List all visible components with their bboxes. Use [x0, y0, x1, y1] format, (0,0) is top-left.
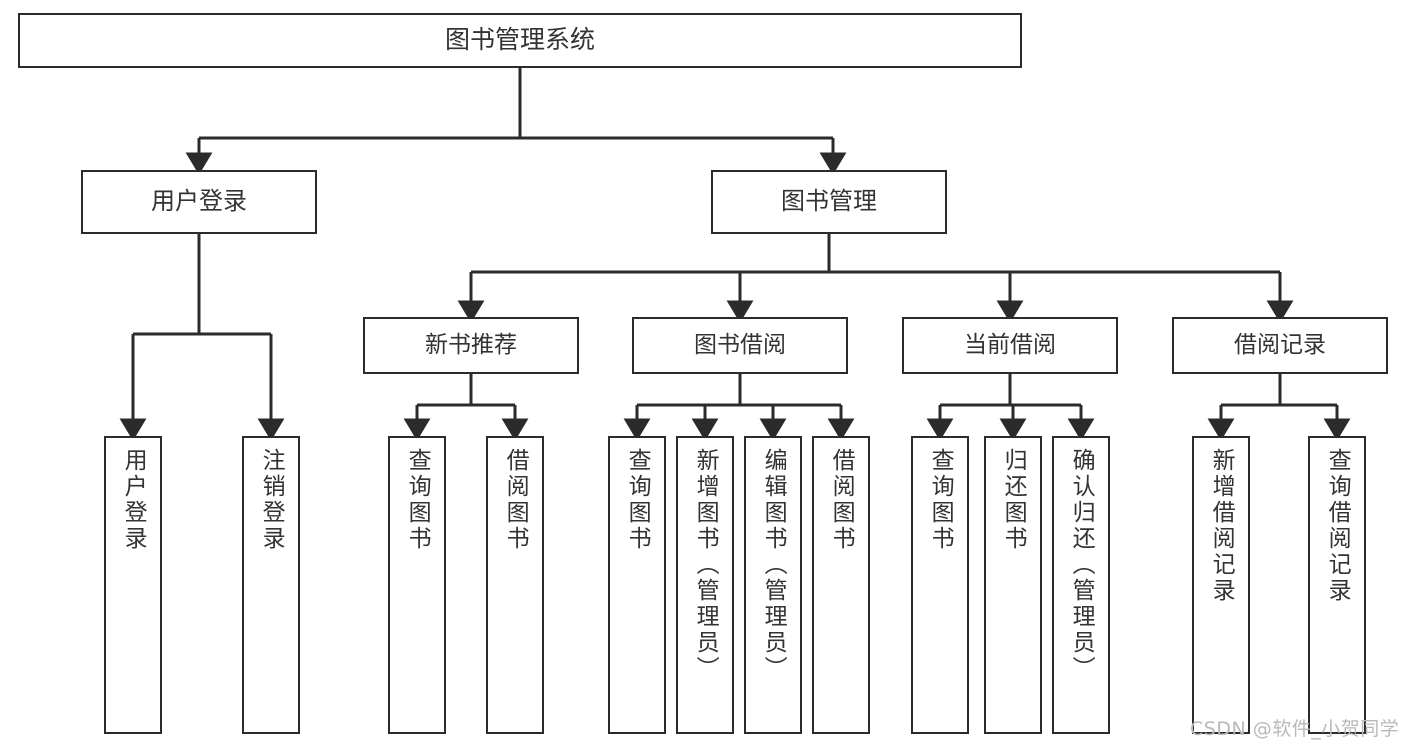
node-current-borrow[interactable]: 当前借阅 — [902, 317, 1118, 374]
node-leaf-edit-book-label: 编辑图书（管理员） — [760, 448, 787, 682]
node-leaf-borrow-book-2-label: 借阅图书 — [828, 448, 855, 552]
node-leaf-query-book-3-label: 查询图书 — [927, 448, 954, 552]
node-leaf-user-logout[interactable]: 注销登录 — [242, 436, 300, 734]
node-leaf-confirm-return-label: 确认归还（管理员） — [1068, 448, 1095, 682]
node-leaf-query-book-2-label: 查询图书 — [624, 448, 651, 552]
node-leaf-add-book[interactable]: 新增图书（管理员） — [676, 436, 734, 734]
node-book-borrow-label: 图书借阅 — [694, 332, 786, 359]
node-book-borrow[interactable]: 图书借阅 — [632, 317, 848, 374]
node-current-borrow-label: 当前借阅 — [964, 332, 1056, 359]
node-new-book-rec[interactable]: 新书推荐 — [363, 317, 579, 374]
node-leaf-return-book-label: 归还图书 — [1000, 448, 1027, 552]
node-leaf-query-record[interactable]: 查询借阅记录 — [1308, 436, 1366, 734]
node-user-login[interactable]: 用户登录 — [81, 170, 317, 234]
node-leaf-borrow-book-1-label: 借阅图书 — [502, 448, 529, 552]
node-leaf-borrow-book-1[interactable]: 借阅图书 — [486, 436, 544, 734]
node-leaf-user-logout-label: 注销登录 — [258, 448, 285, 552]
node-leaf-user-login-label: 用户登录 — [120, 448, 147, 552]
node-root-label: 图书管理系统 — [444, 25, 595, 55]
node-leaf-edit-book[interactable]: 编辑图书（管理员） — [744, 436, 802, 734]
csdn-watermark: CSDN @软件_小贺同学 — [1190, 718, 1400, 740]
node-book-manage[interactable]: 图书管理 — [711, 170, 947, 234]
node-leaf-add-record-label: 新增借阅记录 — [1208, 448, 1235, 604]
node-leaf-query-book-1[interactable]: 查询图书 — [388, 436, 446, 734]
node-leaf-query-book-1-label: 查询图书 — [404, 448, 431, 552]
node-new-book-rec-label: 新书推荐 — [425, 332, 517, 359]
node-borrow-record[interactable]: 借阅记录 — [1172, 317, 1388, 374]
node-leaf-add-book-label: 新增图书（管理员） — [692, 448, 719, 682]
node-leaf-confirm-return[interactable]: 确认归还（管理员） — [1052, 436, 1110, 734]
node-leaf-user-login[interactable]: 用户登录 — [104, 436, 162, 734]
node-leaf-query-book-2[interactable]: 查询图书 — [608, 436, 666, 734]
node-leaf-add-record[interactable]: 新增借阅记录 — [1192, 436, 1250, 734]
node-user-login-label: 用户登录 — [151, 187, 247, 216]
node-borrow-record-label: 借阅记录 — [1234, 332, 1326, 359]
node-book-manage-label: 图书管理 — [781, 187, 877, 216]
node-leaf-return-book[interactable]: 归还图书 — [984, 436, 1042, 734]
node-leaf-query-record-label: 查询借阅记录 — [1324, 448, 1351, 604]
node-leaf-query-book-3[interactable]: 查询图书 — [911, 436, 969, 734]
node-leaf-borrow-book-2[interactable]: 借阅图书 — [812, 436, 870, 734]
node-root[interactable]: 图书管理系统 — [18, 13, 1022, 68]
